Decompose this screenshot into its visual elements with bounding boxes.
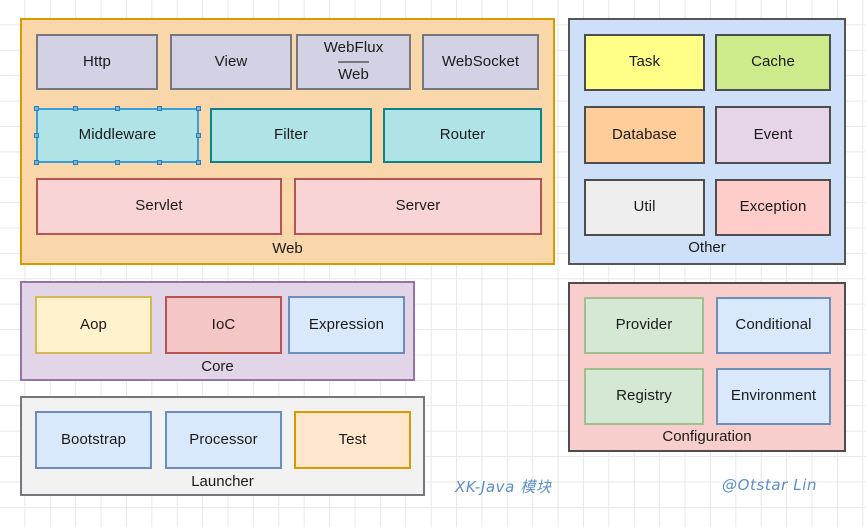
node-registry[interactable]: Registry (584, 368, 704, 425)
group-other-label: Other (688, 239, 726, 256)
node-task-label: Task (628, 53, 661, 71)
group-configuration-label: Configuration (662, 428, 752, 445)
node-websocket-label: WebSocket (441, 52, 520, 70)
node-registry-label: Registry (616, 387, 672, 405)
node-middleware-label: Middleware (78, 126, 157, 144)
group-launcher[interactable]: Bootstrap Processor Test Launcher (20, 396, 425, 496)
node-environment-label: Environment (730, 387, 817, 405)
node-ioc[interactable]: IoC (165, 296, 282, 354)
node-conditional-label: Conditional (735, 316, 812, 334)
node-http[interactable]: Http (36, 34, 158, 90)
group-web[interactable]: Http View WebFlux Web WebSocket Middlewa… (20, 18, 555, 265)
node-view[interactable]: View (170, 34, 292, 90)
node-web-sub-label: Web (338, 66, 369, 84)
node-event-label: Event (753, 125, 793, 143)
group-launcher-label: Launcher (191, 473, 254, 490)
node-processor-label: Processor (189, 430, 258, 448)
node-database[interactable]: Database (584, 106, 705, 164)
node-task[interactable]: Task (584, 34, 705, 91)
group-configuration[interactable]: Provider Conditional Registry Environmen… (568, 282, 846, 452)
node-expression-label: Expression (308, 315, 385, 333)
group-other[interactable]: Task Cache Database Event Util Exception… (568, 18, 846, 265)
node-aop[interactable]: Aop (35, 296, 152, 354)
node-middleware[interactable]: Middleware (34, 106, 201, 165)
node-database-label: Database (611, 125, 677, 143)
node-web-sub[interactable]: Web (338, 61, 369, 88)
node-bootstrap[interactable]: Bootstrap (35, 411, 152, 469)
node-exception[interactable]: Exception (715, 179, 831, 236)
node-filter-label: Filter (274, 126, 308, 144)
node-servlet[interactable]: Servlet (36, 178, 282, 235)
node-webflux[interactable]: WebFlux (324, 36, 384, 61)
node-websocket[interactable]: WebSocket (422, 34, 539, 90)
group-core[interactable]: Aop IoC Expression Core (20, 281, 415, 381)
node-test[interactable]: Test (294, 411, 411, 469)
node-server-label: Server (395, 197, 441, 215)
node-util-label: Util (633, 198, 656, 216)
node-bootstrap-label: Bootstrap (60, 430, 127, 448)
node-expression[interactable]: Expression (288, 296, 405, 354)
node-aop-label: Aop (80, 315, 107, 333)
node-view-label: View (214, 52, 248, 70)
node-exception-label: Exception (739, 198, 807, 216)
group-core-label: Core (201, 358, 234, 375)
node-servlet-label: Servlet (135, 197, 183, 215)
node-conditional[interactable]: Conditional (716, 297, 831, 354)
node-cache[interactable]: Cache (715, 34, 831, 91)
node-webflux-label: WebFlux (323, 39, 384, 57)
author-signature: @Otstar Lin (722, 476, 818, 494)
node-processor[interactable]: Processor (165, 411, 282, 469)
node-provider[interactable]: Provider (584, 297, 704, 354)
node-provider-label: Provider (615, 316, 673, 334)
node-ioc-label: IoC (211, 315, 236, 333)
node-webflux-web[interactable]: WebFlux Web (296, 34, 411, 90)
node-http-label: Http (83, 52, 111, 70)
node-filter[interactable]: Filter (210, 108, 372, 163)
node-server[interactable]: Server (294, 178, 542, 235)
node-test-label: Test (338, 430, 367, 448)
group-web-label: Web (272, 240, 303, 257)
node-environment[interactable]: Environment (716, 368, 831, 425)
node-router[interactable]: Router (383, 108, 542, 163)
diagram-title-caption: XK-Java 模块 (455, 478, 552, 496)
node-util[interactable]: Util (584, 179, 705, 236)
node-event[interactable]: Event (715, 106, 831, 164)
node-router-label: Router (439, 126, 486, 144)
node-cache-label: Cache (751, 53, 795, 71)
